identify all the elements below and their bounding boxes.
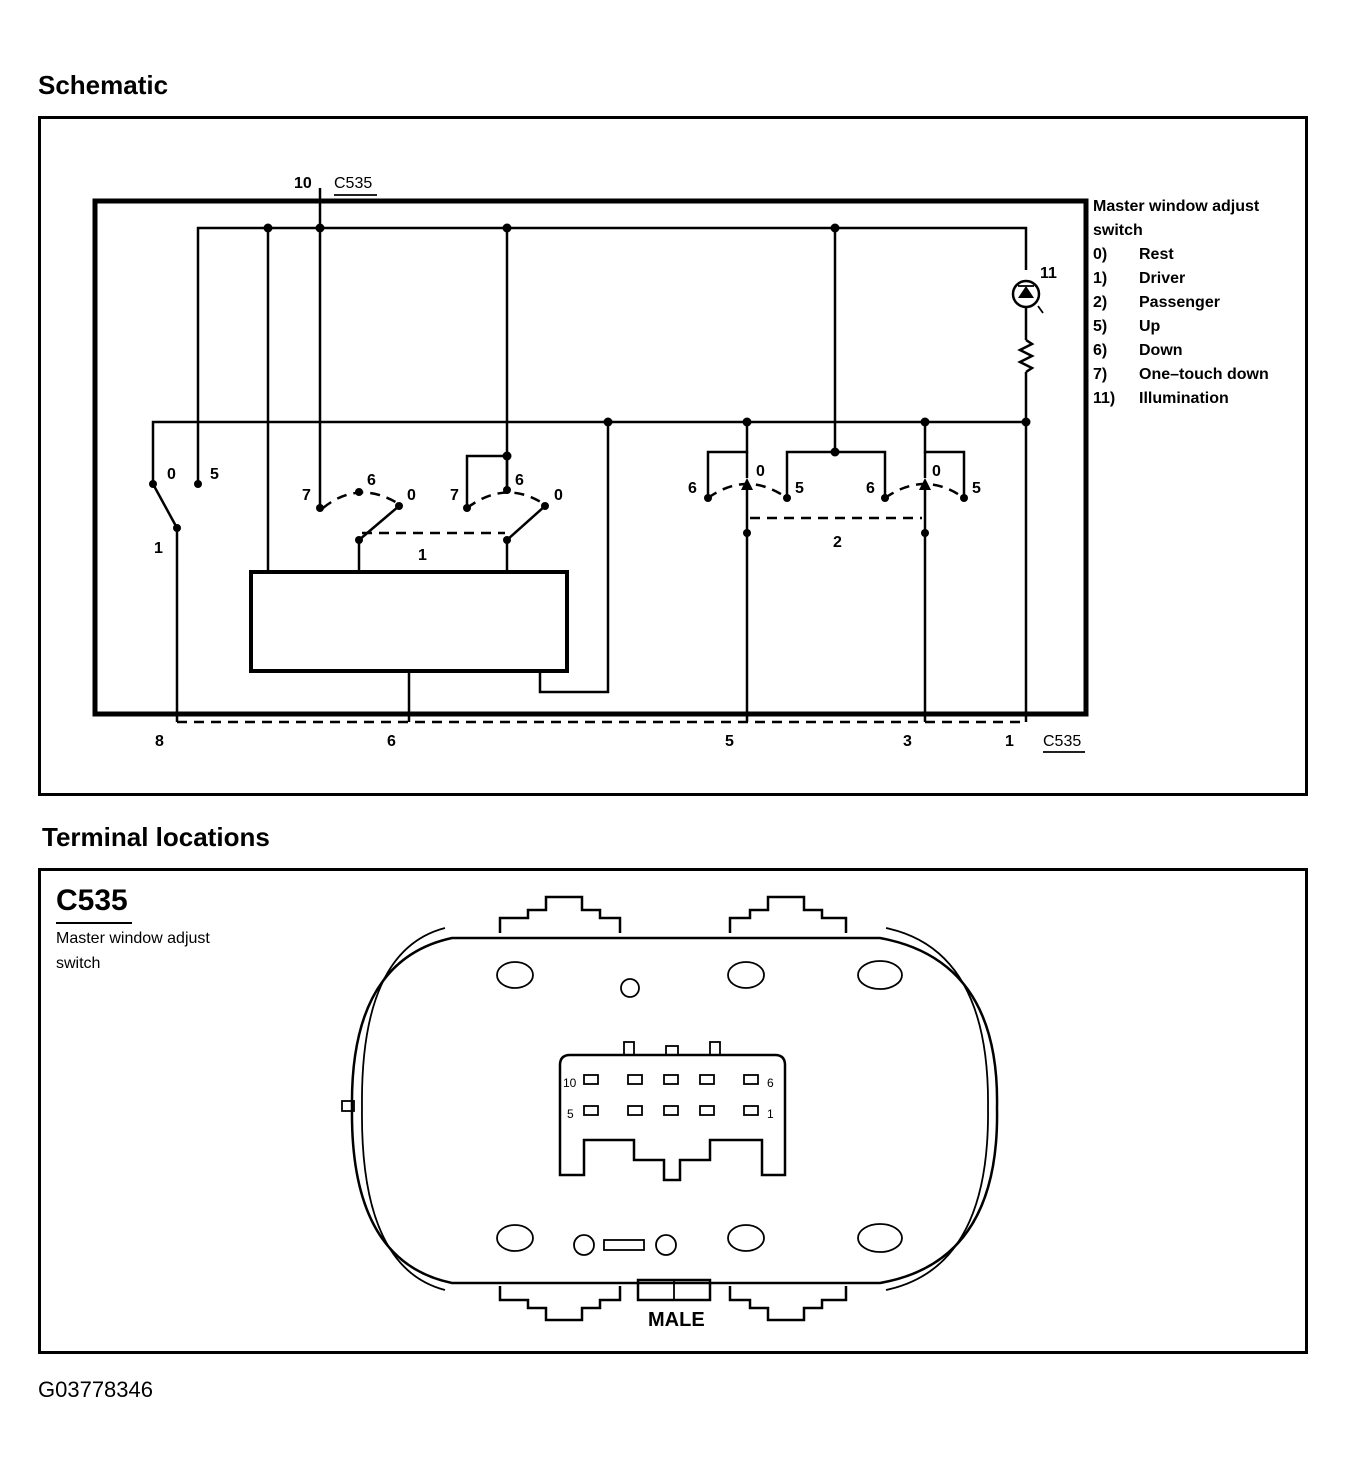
mounting-bosses — [496, 960, 903, 1256]
connector-outer-shell — [350, 936, 999, 1285]
schematic-legend: Master window adjust switch 0)Rest 1)Dri… — [1093, 195, 1298, 411]
pin-label-5: 5 — [567, 1107, 574, 1121]
module-return-wire — [538, 422, 610, 694]
lamp-emission-mark — [1037, 305, 1044, 314]
bottom-pin-3: 3 — [903, 733, 912, 750]
driver-switch-blade — [151, 483, 179, 529]
bottom-pin-5: 5 — [725, 733, 734, 750]
connector-right-rim — [885, 927, 989, 1291]
switch-a-label-0: 0 — [407, 487, 416, 504]
switch-a-arc — [322, 491, 403, 509]
middle-bus-wire — [151, 420, 1026, 482]
switch-c-link — [706, 422, 749, 496]
bottom-pin-1: 1 — [1005, 733, 1014, 750]
switch-c-arrow — [741, 478, 753, 490]
control-module-box — [249, 570, 569, 673]
top-bus-wire — [196, 226, 1028, 482]
switch-a-label-7: 7 — [302, 487, 311, 504]
pin-label-6: 6 — [767, 1076, 774, 1090]
legend-item: 6)Down — [1093, 342, 1183, 359]
lamp-label: 11 — [1040, 265, 1057, 282]
switch-a-label-6: 6 — [367, 472, 376, 489]
bottom-connector-name: C535 — [1043, 733, 1081, 750]
legend-item: 7)One–touch down — [1093, 366, 1269, 383]
connector-gender-label: MALE — [648, 1309, 705, 1331]
switch-d-label-6: 6 — [866, 480, 875, 497]
switch-b-link — [465, 454, 509, 508]
top-connector-name: C535 — [334, 175, 372, 192]
switch-b-blade — [506, 505, 546, 541]
housing-rib-1 — [623, 1041, 635, 1056]
pin-label-10: 10 — [563, 1076, 577, 1090]
switch-d-link — [923, 422, 966, 496]
resistor-icon — [1017, 338, 1035, 374]
junction-dots — [149, 223, 1031, 544]
housing-rib-3 — [709, 1041, 721, 1056]
switch-b-label-6: 6 — [515, 472, 524, 489]
group-2-label: 2 — [833, 534, 842, 551]
switch-c-label-6: 6 — [688, 480, 697, 497]
housing-rib-2 — [665, 1045, 679, 1056]
switch-d-label-0: 0 — [932, 463, 941, 480]
top-right-latch — [728, 895, 848, 933]
top-left-latch — [498, 895, 622, 933]
connector-description: Master window adjust switch — [56, 930, 210, 972]
switch-d-arrow — [919, 478, 931, 490]
group-1-label: 1 — [418, 547, 427, 564]
connector-id: C535 — [56, 884, 128, 917]
terminal-locations-panel — [38, 868, 1308, 1354]
legend-item: 2)Passenger — [1093, 294, 1220, 311]
switch-c-label-5: 5 — [795, 480, 804, 497]
switch-c-label-0: 0 — [756, 463, 765, 480]
legend-item: 0)Rest — [1093, 246, 1174, 263]
bottom-right-latch — [728, 1286, 848, 1322]
switch-d-label-5: 5 — [972, 480, 981, 497]
switch-b-label-7: 7 — [450, 487, 459, 504]
pin-label-1: 1 — [767, 1107, 774, 1121]
top-connector-pin: 10 — [294, 175, 312, 192]
schematic-panel — [38, 116, 1308, 796]
legend-item: 5)Up — [1093, 318, 1161, 335]
bottom-pin-6: 6 — [387, 733, 396, 750]
switch-a-blade — [358, 505, 400, 541]
connector-id-underline — [56, 922, 132, 924]
legend-item: 11)Illumination — [1093, 390, 1229, 407]
left-switch-label-1: 1 — [154, 540, 163, 557]
pin-housing — [558, 1053, 787, 1182]
switch-housing — [92, 198, 1089, 717]
figure-id: G03778346 — [38, 1377, 153, 1402]
terminal-locations-heading: Terminal locations — [42, 822, 270, 852]
bottom-left-latch — [498, 1286, 622, 1322]
bottom-pin-8: 8 — [155, 733, 164, 750]
lamp-diode-symbol — [1018, 286, 1034, 298]
connector-face-drawing: 10 6 5 1 — [341, 895, 999, 1322]
switch-cd-common — [785, 450, 835, 496]
schematic-heading: Schematic — [38, 70, 169, 100]
polarizing-tab — [341, 1100, 355, 1112]
connector-left-rim — [361, 927, 446, 1291]
left-switch-label-0: 0 — [167, 466, 176, 483]
switch-b-label-0: 0 — [554, 487, 563, 504]
pin-cavities — [583, 1074, 759, 1116]
legend-title: Master window adjust switch — [1093, 198, 1260, 239]
legend-item: 1)Driver — [1093, 270, 1186, 287]
switch-b-arc — [466, 491, 548, 510]
switch-d-common — [835, 450, 887, 496]
left-switch-label-5: 5 — [210, 466, 219, 483]
